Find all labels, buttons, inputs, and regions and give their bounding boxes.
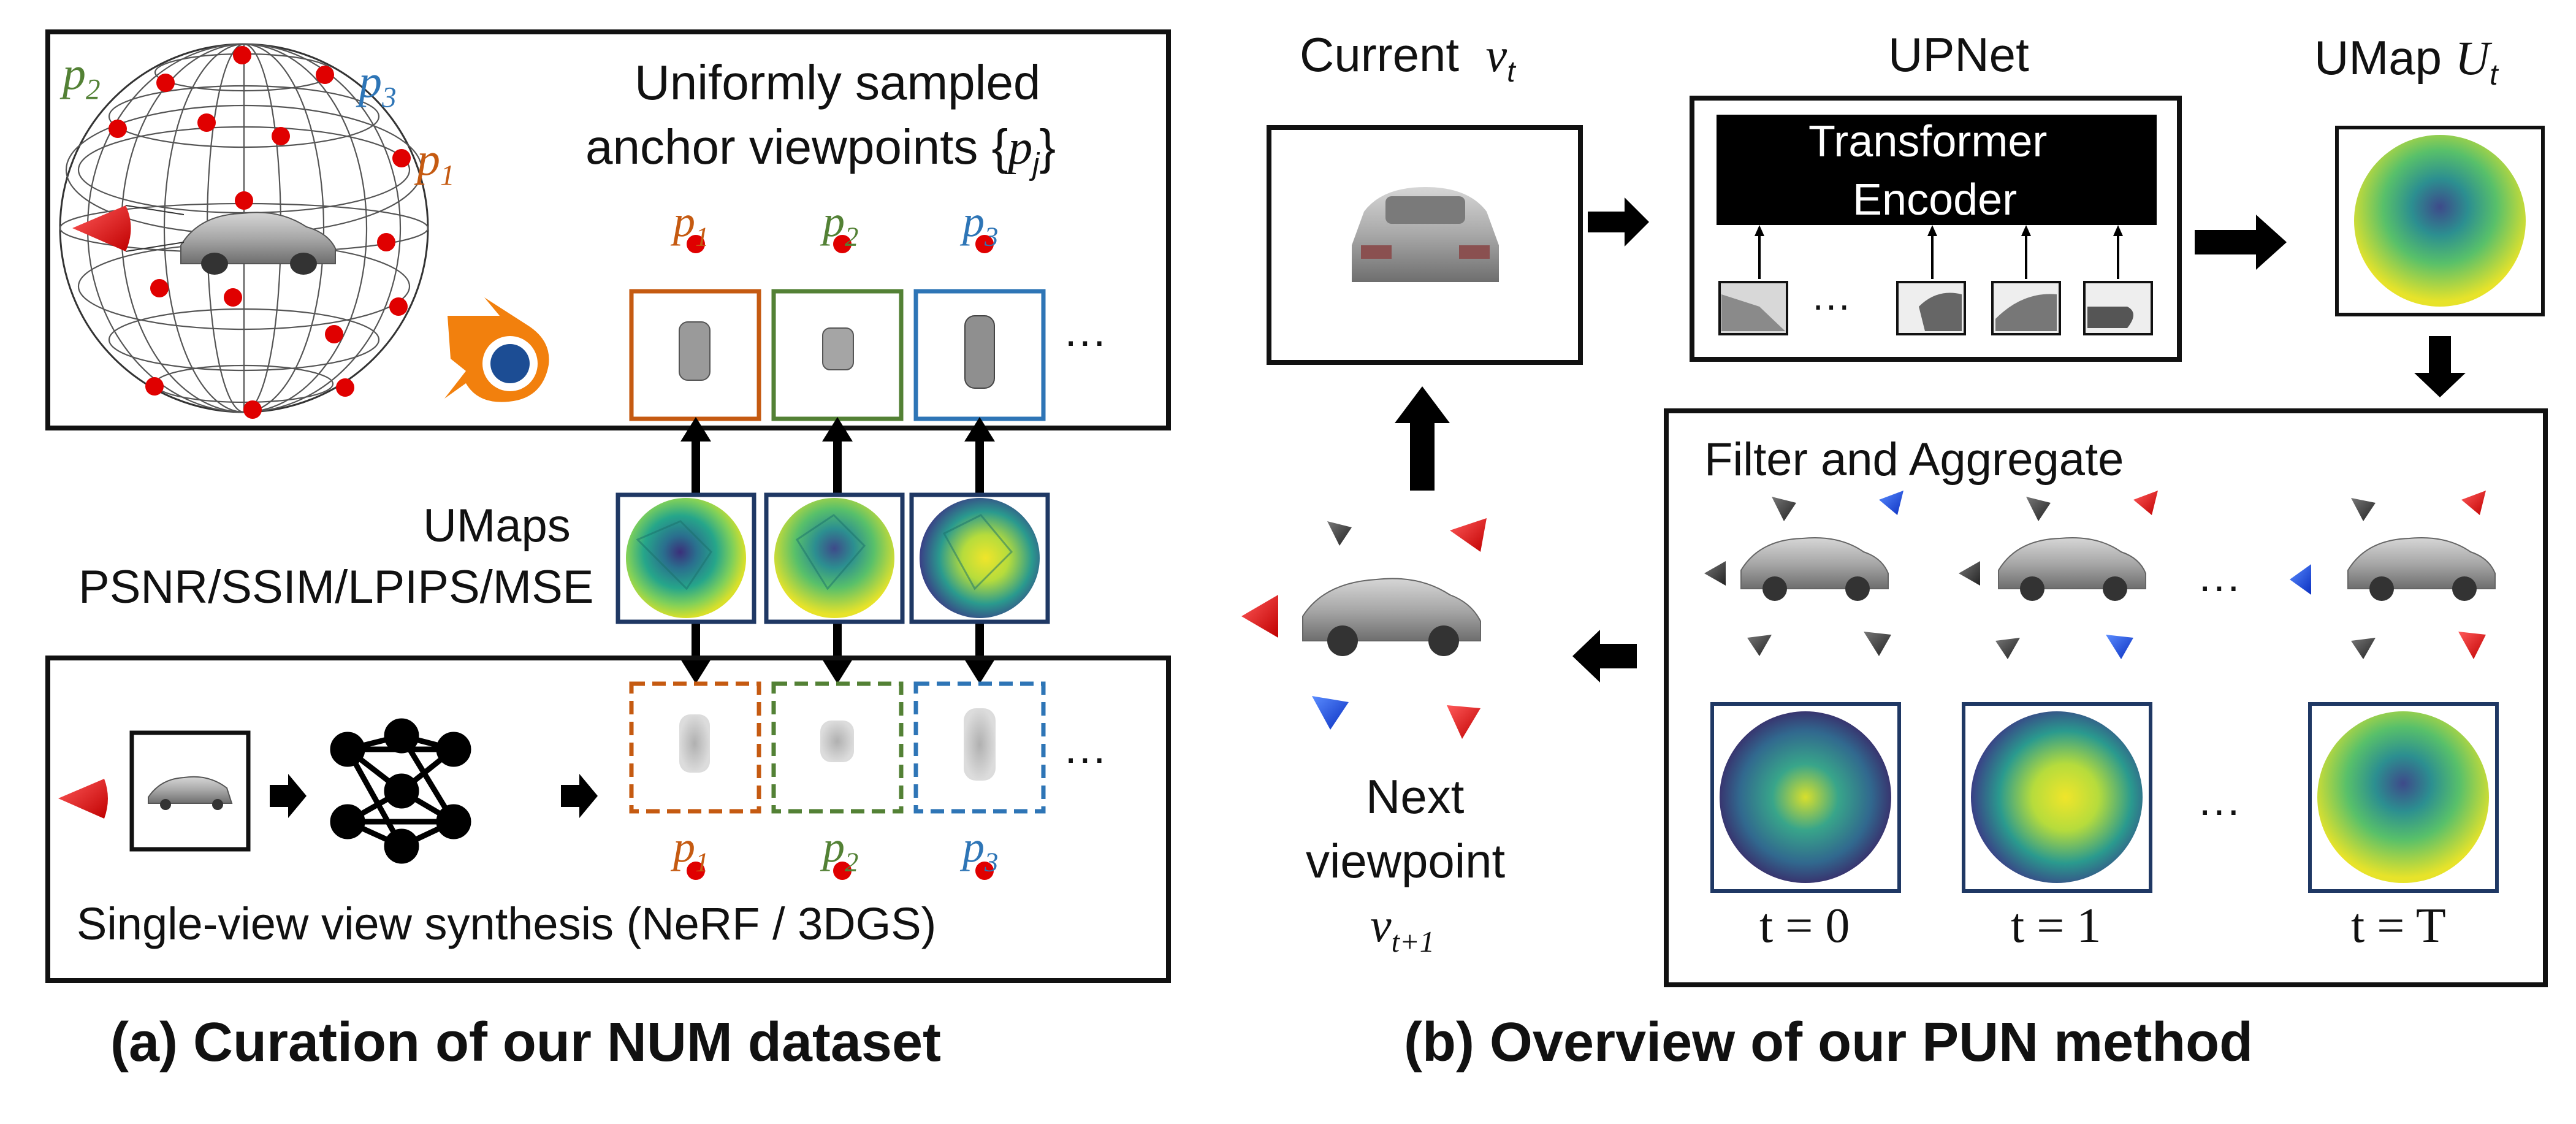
current-sub: t xyxy=(1507,55,1515,88)
arrow-umap-to-filter xyxy=(2414,336,2466,397)
caption-b: (b) Overview of our PUN method xyxy=(1404,1012,2254,1073)
blender-logo-icon xyxy=(444,297,549,402)
upnet-label: UPNet xyxy=(1888,28,2029,82)
synthesis-label: Single-view view synthesis (NeRF / 3DGS) xyxy=(77,898,937,949)
umap-ut xyxy=(2354,135,2526,307)
anchor-thumbnails xyxy=(629,235,1046,421)
anchor-points xyxy=(109,46,411,419)
filter-aggregate-box xyxy=(1664,408,2548,987)
next-label-line2: viewpoint xyxy=(1306,834,1506,888)
umap-sub: t xyxy=(2490,58,2498,91)
arrow-upnet-to-umap xyxy=(2195,215,2287,270)
anchor-title-line1: Uniformly sampled xyxy=(634,55,1041,110)
synthesis-box xyxy=(45,656,1171,983)
umaps-row xyxy=(615,492,1050,624)
current-var: v xyxy=(1485,28,1507,82)
thumb-label-top-p2: p2 xyxy=(823,197,859,252)
arrow-filter-to-next xyxy=(1572,630,1637,682)
thumb-label-top-p3: p3 xyxy=(962,197,999,252)
arrow-current-to-upnet xyxy=(1588,197,1649,247)
thumb-ellipsis-bottom: ··· xyxy=(1064,733,1107,781)
anchor-viewpoints-box xyxy=(45,29,1171,430)
anchor-title-line2: anchor viewpoints {pj} xyxy=(585,123,1056,180)
camera-cone-icon xyxy=(72,205,131,251)
filter-ellipsis-umaps: ··· xyxy=(2198,786,2241,833)
patch-arrows xyxy=(1755,225,2123,279)
time-label-T: t = T xyxy=(2351,899,2446,953)
time-label-0: t = 0 xyxy=(1759,899,1850,953)
umaps-metrics-label: PSNR/SSIM/LPIPS/MSE xyxy=(78,561,594,613)
anchor-title-var: p xyxy=(1008,121,1033,175)
arrow-next-to-current xyxy=(1395,386,1450,491)
thumb-label-top-p1: p1 xyxy=(673,197,709,252)
filter-umaps xyxy=(1710,702,2499,893)
filter-car-group-2 xyxy=(2290,491,2496,659)
sphere-label-p2: p2 xyxy=(63,48,101,106)
current-label: Current vt xyxy=(1300,31,1515,86)
neural-network-icon xyxy=(330,718,471,864)
filter-car-group-0 xyxy=(1704,491,1903,656)
caption-a: (a) Curation of our NUM dataset xyxy=(110,1012,942,1073)
thumb-label-bottom-p1: p1 xyxy=(673,822,709,877)
arrow-to-network xyxy=(270,774,307,818)
viewpoint-sphere xyxy=(59,43,429,419)
umaps-label: UMaps xyxy=(423,500,571,552)
umap-ut-label: UMap Ut xyxy=(2314,34,2498,90)
arrow-to-synth-views xyxy=(561,774,598,818)
sphere-label-p3: p3 xyxy=(359,56,397,114)
current-view-car xyxy=(1352,187,1499,282)
current-label-text: Current xyxy=(1300,28,1460,82)
thumb-label-bottom-p2: p2 xyxy=(823,822,859,877)
transformer-encoder-block xyxy=(1717,115,2157,225)
image-patches xyxy=(1718,281,2153,335)
anchor-title-text: anchor viewpoints { xyxy=(585,120,1008,174)
car-model-icon xyxy=(180,212,336,275)
sphere-label-p1: p1 xyxy=(417,134,455,192)
filter-car-group-1 xyxy=(1959,491,2158,659)
filter-ellipsis-cars: ··· xyxy=(2198,562,2241,610)
umap-label-text: UMap xyxy=(2314,31,2442,85)
synth-thumbnails xyxy=(629,681,1046,880)
input-camera-cone-icon xyxy=(58,779,108,819)
anchor-title-sub: j xyxy=(1032,147,1040,182)
next-var: vt+1 xyxy=(1370,898,1435,958)
patch-ellipsis: ··· xyxy=(1812,283,1851,327)
umap-var: U xyxy=(2455,31,2490,85)
time-label-1: t = 1 xyxy=(2011,899,2102,953)
anchor-title-end: } xyxy=(1039,120,1056,174)
transformer-line2: Encoder xyxy=(1853,175,2018,224)
next-label-line1: Next xyxy=(1366,770,1465,824)
thumb-label-bottom-p3: p3 xyxy=(962,822,999,877)
next-viewpoint-car xyxy=(1241,518,1487,739)
filter-aggregate-label: Filter and Aggregate xyxy=(1704,434,2124,486)
thumb-ellipsis-top: ··· xyxy=(1064,316,1107,364)
transformer-line1: Transformer xyxy=(1808,117,2048,166)
